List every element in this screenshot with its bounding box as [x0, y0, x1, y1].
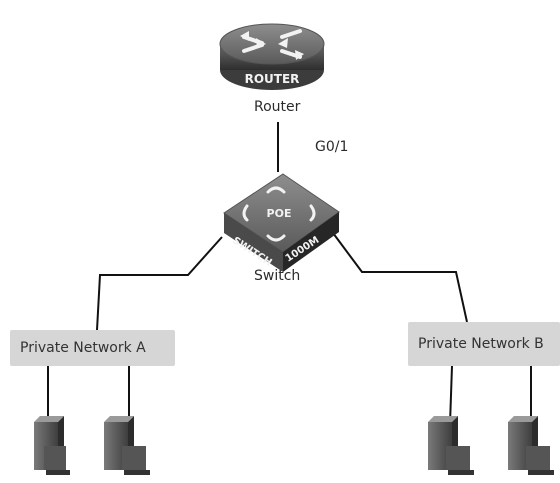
network-b-host-2-icon — [508, 416, 554, 475]
switch-label: Switch — [254, 268, 301, 284]
router-label: Router — [254, 99, 301, 115]
switch-network-a-link — [96, 236, 223, 331]
network-a-host-2-icon — [104, 416, 150, 475]
router-icon-text: ROUTER — [245, 72, 300, 86]
network-a-label: Private Network A — [20, 340, 146, 356]
switch-icon: POE SWITCH 1000M — [223, 173, 340, 272]
switch-icon-poe-text: POE — [267, 207, 292, 220]
network-b-label: Private Network B — [418, 336, 544, 352]
router-icon: ROUTER — [219, 23, 325, 90]
network-a-box: Private Network A — [10, 330, 175, 366]
network-b-host-1-link — [449, 365, 453, 425]
network-a-host-1-icon — [34, 416, 70, 475]
port-label: G0/1 — [315, 139, 349, 155]
network-b-box: Private Network B — [408, 322, 560, 366]
network-b-host-1-icon — [428, 416, 474, 475]
switch-network-b-link — [332, 232, 468, 323]
